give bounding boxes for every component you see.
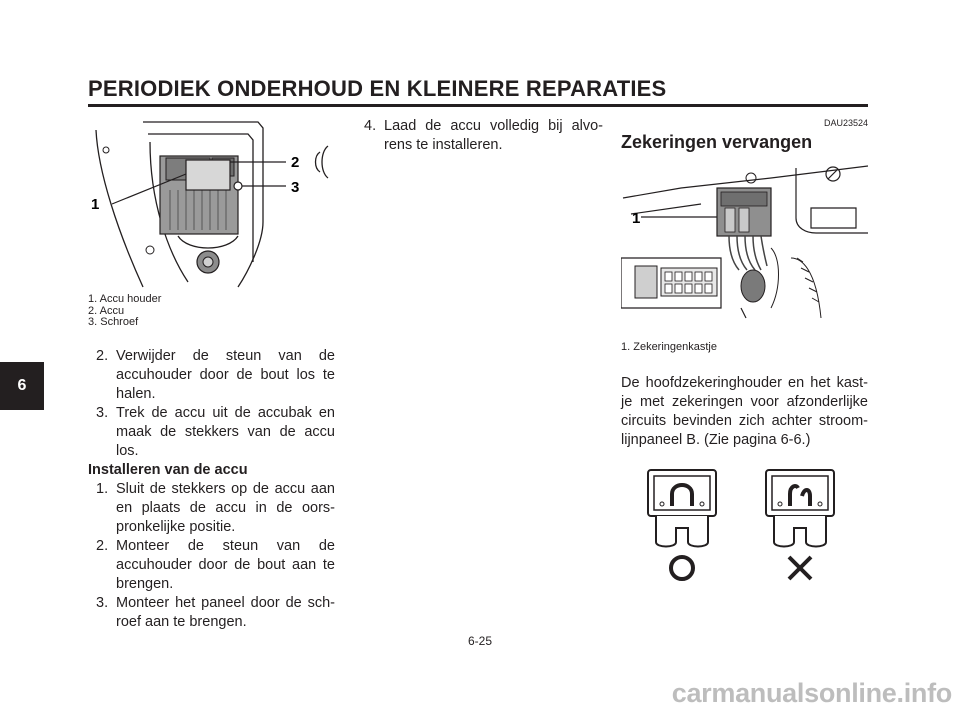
list-item: 1. Sluit de stekkers op de accu aan en p… [88,480,335,537]
list-number: 3. [96,595,109,611]
list-item: 2. Monteer de steun van de accuhouder do… [88,537,335,594]
section-code: DAU23524 [823,118,868,128]
list-text: Trek de accu uit de accubak en maak de s… [116,405,335,459]
list-number: 2. [96,538,109,554]
install-heading: Installeren van de accu [88,462,248,478]
left-column-text: 2. Verwijder de steun van de accuhouder … [88,347,335,632]
list-item: 3. Trek de accu uit de accubak en maak d… [88,404,335,461]
list-item: 3. Monteer het paneel door de sch-roef a… [88,594,335,632]
section-title: Zekeringen vervangen [621,132,813,152]
list-number: 2. [96,348,109,364]
fuse-comparison-diagram [647,469,835,581]
callout-1: 1 [91,196,99,213]
fuse-box-figure: 1 [621,165,868,319]
middle-column-text: 4. Laad de accu volledig bij alvo-rens t… [356,117,603,155]
callout-2: 2 [291,154,299,171]
figure-captions-left: 1. Accu houder 2. Accu 3. Schroef [88,293,328,329]
watermark: carmanualsonline.info [671,678,953,708]
callout-3: 3 [291,179,299,196]
list-text: Sluit de stekkers op de accu aan en plaa… [116,481,335,535]
fuse-good [647,469,717,581]
list-text: Monteer het paneel door de sch-roef aan … [116,595,335,630]
list-item: 2. Verwijder de steun van de accuhouder … [88,347,335,404]
header-rule [88,104,868,107]
caption-item: 3. Schroef [88,316,139,328]
page-number: 6-25 [467,634,493,648]
caption-item: 2. Accu [88,304,125,317]
callout-1: 1 [632,210,640,227]
list-text: Laad de accu volledig bij alvo-rens te i… [384,118,603,153]
list-number: 1. [96,481,109,497]
list-text: Verwijder de steun van de accuhouder doo… [116,348,335,402]
figure-caption-right: 1. Zekeringenkastje [621,341,717,353]
list-number: 4. [364,118,377,134]
list-number: 3. [96,405,109,421]
list-item: 4. Laad de accu volledig bij alvo-rens t… [356,117,603,155]
page-header-title: PERIODIEK ONDERHOUD EN KLEINERE REPARATI… [88,76,667,101]
list-text: Monteer de steun van de accuhouder door … [116,538,335,592]
chapter-tab: 6 [0,362,44,410]
battery-compartment-figure: 1 2 3 [91,121,329,288]
fuse-paragraph: De hoofdzekeringhouder en het kast-je me… [621,375,868,448]
caption-item: 1. Accu houder [88,293,162,305]
fuse-blown [765,469,835,581]
